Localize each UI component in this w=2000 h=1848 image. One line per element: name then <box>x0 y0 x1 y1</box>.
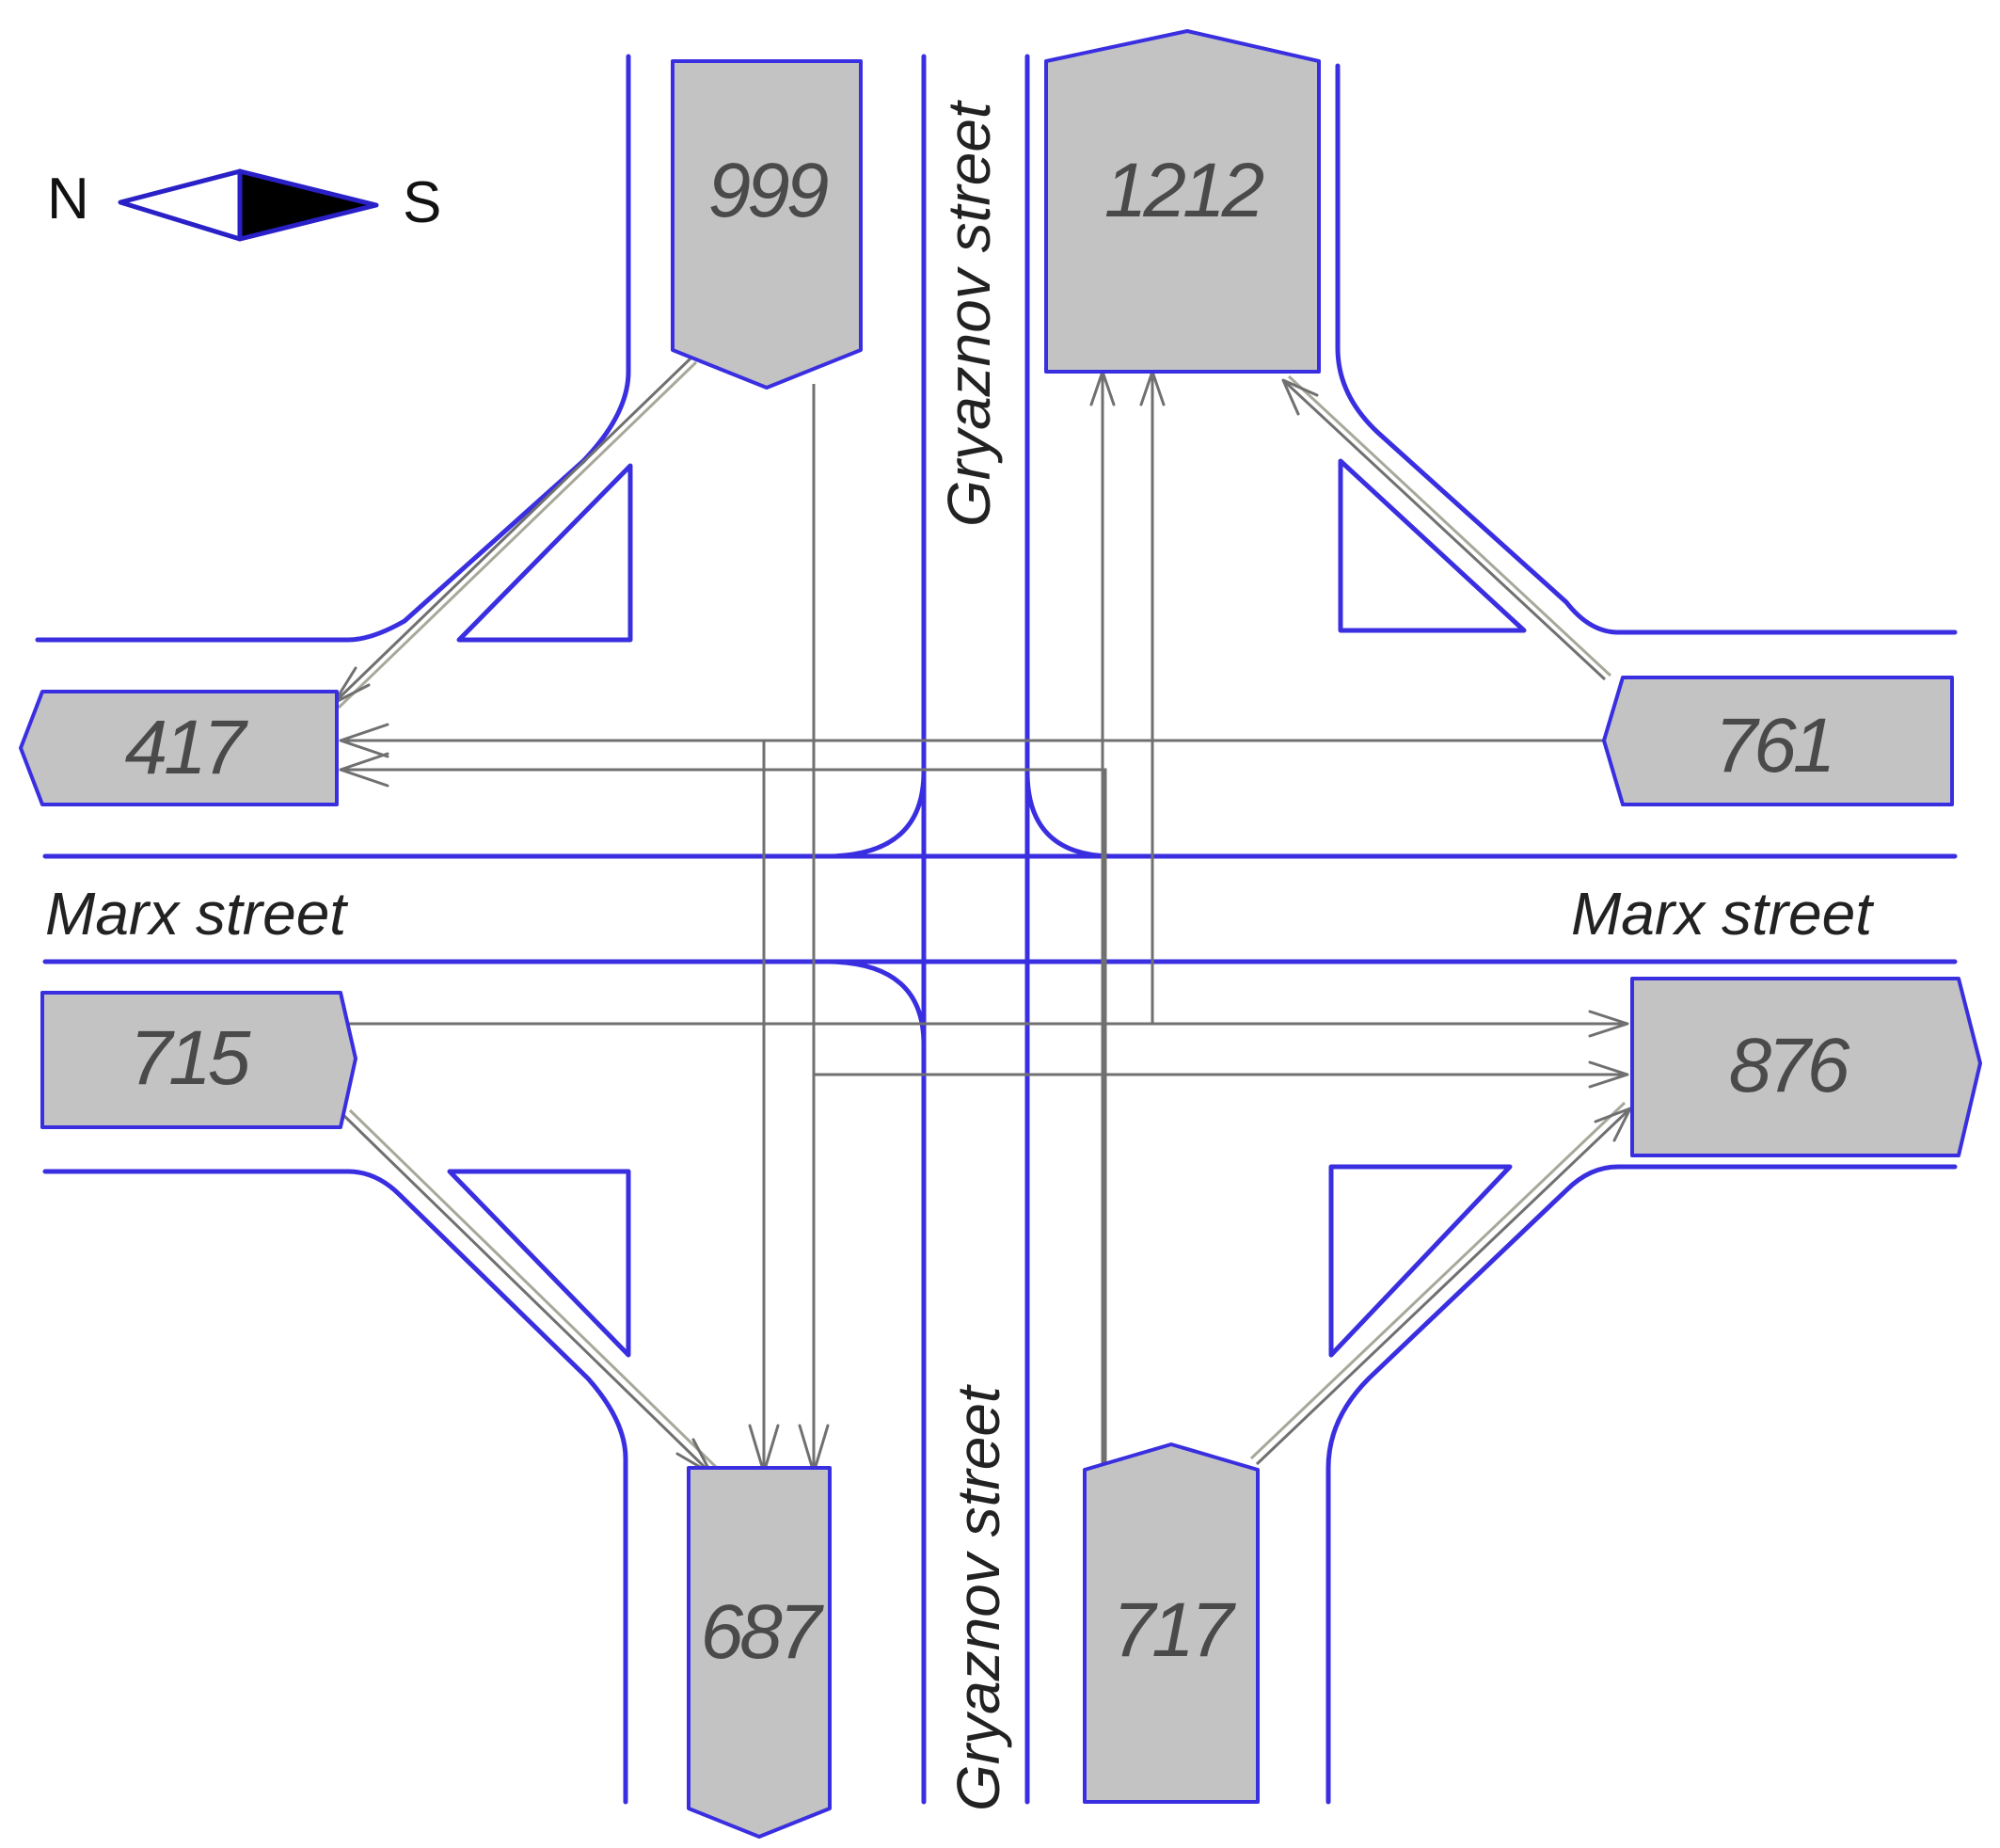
approach-999: 999 <box>671 59 863 390</box>
approach-687-label: 687 <box>701 1589 825 1675</box>
island-nw <box>456 463 633 643</box>
approach-1212: 1212 <box>1044 29 1321 374</box>
street-label-gryaznov-bottom: Gryaznov street <box>944 1384 1012 1811</box>
approach-417-label: 417 <box>125 705 249 790</box>
approach-761: 761 <box>1602 676 1954 806</box>
approach-715-label: 715 <box>130 1015 251 1101</box>
approach-876-label: 876 <box>1729 1023 1850 1108</box>
street-label-marx-left: Marx street <box>45 880 348 948</box>
island-se <box>1328 1164 1513 1358</box>
approach-999-label: 999 <box>708 148 828 233</box>
compass-icon: N S <box>47 167 441 242</box>
approach-717-label: 717 <box>1113 1587 1237 1673</box>
traffic-islands <box>447 458 1527 1358</box>
street-label-marx-right: Marx street <box>1571 880 1874 948</box>
compass-north-label: N <box>47 167 89 231</box>
approach-876: 876 <box>1630 977 1982 1157</box>
island-sw <box>447 1169 631 1358</box>
approach-715: 715 <box>40 991 357 1129</box>
approach-boxes: 999 1212 417 761 715 876 687 717 <box>19 29 1982 1839</box>
compass-south-arrow <box>237 168 379 242</box>
approach-761-label: 761 <box>1715 703 1833 789</box>
approach-417: 417 <box>19 690 339 806</box>
street-label-gryaznov-top: Gryaznov street <box>935 100 1003 527</box>
road-edges <box>35 54 1958 1805</box>
approach-687: 687 <box>687 1466 832 1839</box>
island-ne <box>1338 458 1527 633</box>
street-labels: Marx street Marx street Gryaznov street … <box>45 100 1874 1811</box>
approach-717: 717 <box>1083 1442 1260 1804</box>
approach-1212-label: 1212 <box>1104 148 1264 233</box>
compass-south-label: S <box>403 170 441 235</box>
compass-north-arrow <box>118 168 243 242</box>
